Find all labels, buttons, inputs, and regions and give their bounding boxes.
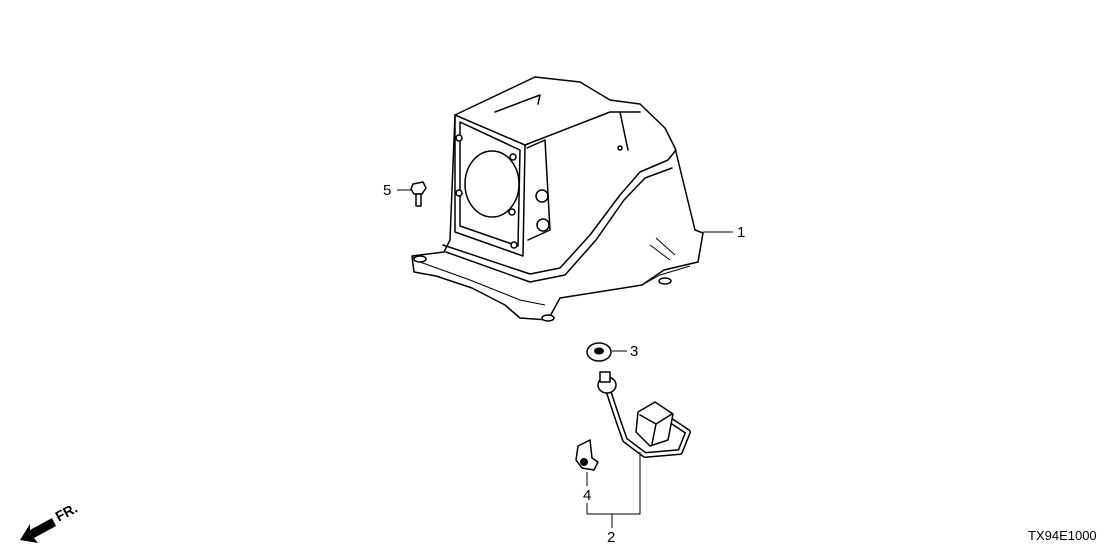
clip-part-4[interactable] — [575, 439, 599, 471]
callout-3: 3 — [630, 343, 639, 360]
callout-5: 5 — [383, 182, 392, 199]
grommet-part-3[interactable] — [586, 342, 612, 362]
sensor-harness-part-2[interactable] — [597, 371, 691, 458]
bolt-part-5[interactable] — [410, 181, 427, 207]
leader-lines — [397, 189, 733, 528]
housing-part-1[interactable] — [411, 76, 704, 322]
callout-4: 4 — [583, 487, 592, 504]
front-arrow-icon — [20, 518, 56, 543]
callout-1: 1 — [737, 224, 746, 241]
callout-2: 2 — [607, 529, 616, 546]
diagram-code: TX94E1000 — [1028, 528, 1097, 543]
